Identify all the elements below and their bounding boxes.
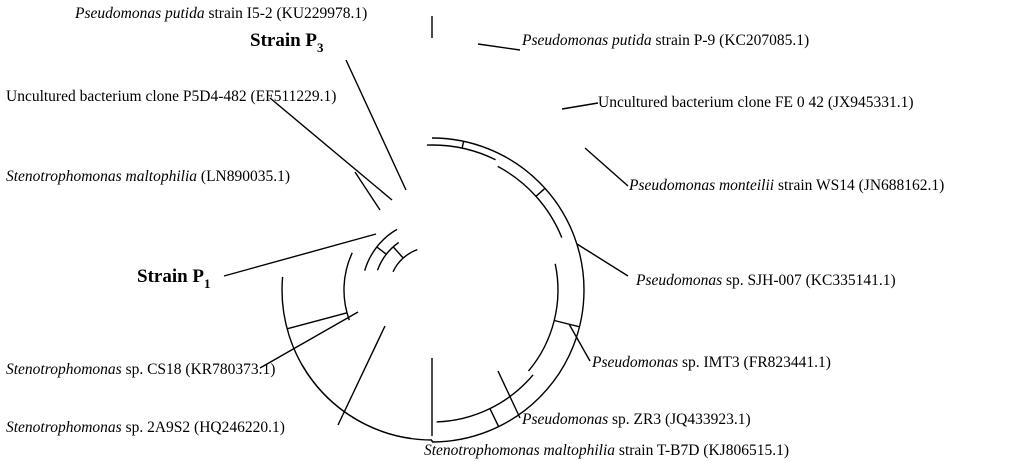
connector-putida <box>461 141 465 149</box>
leaf-label-imt3: Pseudomonas sp. IMT3 (FR823441.1) <box>591 354 831 371</box>
connector-uncultured <box>535 187 546 197</box>
connector-sjh <box>554 319 580 328</box>
leaf-branch-p3 <box>345 59 407 191</box>
strain-label-main: Strain P <box>250 30 317 51</box>
connector-inner-2 <box>376 246 387 255</box>
leaf-label-detail: sp. CS18 (KR780373.1) <box>122 361 276 378</box>
leaf-label-taxon: Pseudomonas <box>591 354 678 371</box>
tree-labels: Pseudomonas putida strain I5-2 (KU229978… <box>6 5 944 459</box>
leaf-label-taxon: Stenotrophomonas <box>6 361 122 378</box>
clade-arc-uncultured-monteilii <box>497 165 563 238</box>
clade-arc-sjh-imt3 <box>527 263 559 372</box>
strain-label-p3: Strain P3 <box>250 30 324 55</box>
clade-arc-zr3-tb7d <box>436 374 534 423</box>
leaf-label-p5d4: Uncultured bacterium clone P5D4-482 (EF5… <box>6 88 336 105</box>
leaf-branch-fe042 <box>561 102 599 110</box>
leaf-branch-monteilii <box>584 147 629 187</box>
leaf-branch-sjh007 <box>576 243 629 277</box>
leaf-label-taxon: Stenotrophomonas <box>6 419 122 436</box>
strain-label-subscript: 1 <box>204 276 211 291</box>
leaf-label-taxon: Pseudomonas monteilii <box>628 177 774 194</box>
leaf-branch-p5d4 <box>269 97 393 201</box>
leaf-label-monteilii: Pseudomonas monteilii strain WS14 (JN688… <box>628 177 944 194</box>
leaf-label-detail: sp. SJH-007 (KC335141.1) <box>722 272 896 289</box>
strain-label-p1: Strain P1 <box>137 266 211 291</box>
leaf-branch-cs18 <box>259 311 359 369</box>
leaf-label-taxon: Pseudomonas putida <box>74 5 205 22</box>
leaf-label-taxon: Stenotrophomonas maltophilia <box>6 168 197 185</box>
leaf-label-detail: sp. IMT3 (FR823441.1) <box>678 354 831 371</box>
leaf-branch-imt3 <box>568 323 591 362</box>
leaf-label-tb7d: Stenotrophomonas maltophilia strain T-B7… <box>424 442 789 459</box>
tree-branches <box>223 16 629 443</box>
leaf-label-detail: sp. ZR3 (JQ433923.1) <box>608 411 751 428</box>
leaf-label-detail: strain WS14 (JN688162.1) <box>774 177 944 194</box>
leaf-label-detail: Uncultured bacterium clone P5D4-482 (EF5… <box>6 88 336 105</box>
connector-inner-3 <box>392 246 404 259</box>
leaf-label-putida-p9: Pseudomonas putida strain P-9 (KC207085.… <box>521 32 809 49</box>
backbone-arc-inner-lower <box>281 276 433 441</box>
leaf-branch-putida-p9 <box>477 43 521 51</box>
leaf-label-detail: (LN890035.1) <box>197 168 290 185</box>
leaf-label-detail: strain T-B7D (KJ806515.1) <box>615 442 789 459</box>
strain-label-main: Strain P <box>137 266 204 287</box>
leaf-label-2a9s2: Stenotrophomonas sp. 2A9S2 (HQ246220.1) <box>6 419 285 436</box>
leaf-label-zr3: Pseudomonas sp. ZR3 (JQ433923.1) <box>521 411 751 428</box>
leaf-label-detail: Uncultured bacterium clone FE 0 42 (JX94… <box>598 94 914 111</box>
clade-arc-inner-c <box>392 248 418 273</box>
leaf-label-taxon: Pseudomonas <box>521 411 608 428</box>
leaf-label-fe042: Uncultured bacterium clone FE 0 42 (JX94… <box>598 94 914 111</box>
connector-inner-1 <box>286 312 348 330</box>
leaf-branch-zr3 <box>497 370 521 419</box>
leaf-label-taxon: Pseudomonas putida <box>521 32 652 49</box>
connector-zr3 <box>489 408 500 427</box>
leaf-branch-malto-ln <box>354 171 381 211</box>
leaf-label-taxon: Pseudomonas <box>635 272 722 289</box>
leaf-branch-p1 <box>223 233 377 277</box>
clade-arc-stenotrophomonas <box>301 364 412 440</box>
leaf-label-sjh007: Pseudomonas sp. SJH-007 (KC335141.1) <box>635 272 896 289</box>
leaf-label-detail: strain I5-2 (KU229978.1) <box>205 5 368 22</box>
leaf-label-putida-i52: Pseudomonas putida strain I5-2 (KU229978… <box>74 5 367 22</box>
leaf-label-cs18: Stenotrophomonas sp. CS18 (KR780373.1) <box>6 361 275 378</box>
leaf-label-detail: sp. 2A9S2 (HQ246220.1) <box>122 419 285 436</box>
leaf-label-detail: strain P-9 (KC207085.1) <box>652 32 810 49</box>
leaf-label-taxon: Stenotrophomonas maltophilia <box>424 442 615 459</box>
leaf-branch-2a9s2 <box>337 325 386 426</box>
leaf-label-malto-ln: Stenotrophomonas maltophilia (LN890035.1… <box>6 168 290 185</box>
backbone-arc-outer <box>431 137 585 443</box>
strain-label-subscript: 3 <box>317 40 324 55</box>
clade-arc-malto-p1 <box>343 252 353 321</box>
